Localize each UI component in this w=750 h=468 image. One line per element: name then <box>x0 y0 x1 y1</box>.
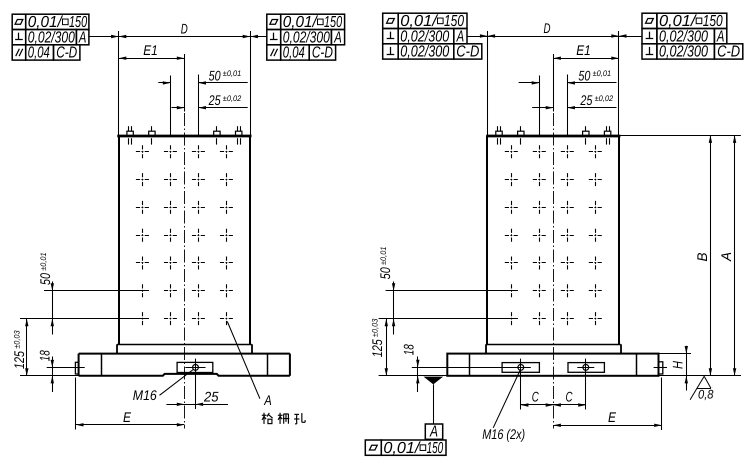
svg-text:D: D <box>544 20 551 36</box>
svg-text:0,02/300: 0,02/300 <box>400 44 449 61</box>
svg-text:E1: E1 <box>143 42 158 58</box>
svg-text:50±0,01: 50±0,01 <box>209 67 242 83</box>
svg-text:150: 150 <box>444 13 464 30</box>
svg-text:E: E <box>608 409 617 425</box>
svg-text:C: C <box>566 388 574 404</box>
svg-text:25±0,02: 25±0,02 <box>208 92 242 108</box>
svg-text:C-D: C-D <box>56 45 77 62</box>
svg-text:A: A <box>334 29 342 46</box>
svg-text:125±0,03: 125±0,03 <box>11 330 27 369</box>
svg-text:125±0,03: 125±0,03 <box>369 318 385 357</box>
svg-text:0,8: 0,8 <box>698 388 714 402</box>
svg-text:A: A <box>429 424 438 441</box>
svg-text:150: 150 <box>427 440 444 457</box>
svg-text:25±0,02: 25±0,02 <box>580 92 614 108</box>
svg-text:0,04: 0,04 <box>28 45 50 62</box>
svg-text:A: A <box>78 29 86 46</box>
svg-text:A: A <box>716 28 724 45</box>
svg-text:0,04: 0,04 <box>283 45 305 62</box>
svg-text:C-D: C-D <box>717 44 740 61</box>
svg-text:M16: M16 <box>133 387 157 403</box>
svg-text:0,02/300: 0,02/300 <box>283 29 330 46</box>
svg-text:D: D <box>181 20 188 36</box>
svg-text:A: A <box>263 392 271 408</box>
svg-text:0,01/: 0,01/ <box>383 440 421 457</box>
svg-text:C-D: C-D <box>312 45 333 62</box>
svg-text:0,02/300: 0,02/300 <box>659 28 708 45</box>
svg-text:A: A <box>718 252 734 262</box>
svg-text:A: A <box>456 28 464 45</box>
svg-text:50±0,01: 50±0,01 <box>377 247 393 280</box>
svg-text:18: 18 <box>36 350 52 361</box>
svg-text:50±0,01: 50±0,01 <box>578 67 611 83</box>
svg-text:0,01/: 0,01/ <box>283 14 318 31</box>
svg-text:150: 150 <box>703 13 723 30</box>
svg-text:0,02/300: 0,02/300 <box>659 44 708 61</box>
svg-text:0,01/: 0,01/ <box>659 13 697 30</box>
svg-text:0,02/300: 0,02/300 <box>28 29 75 46</box>
svg-text:C: C <box>532 388 540 404</box>
svg-text:0,02/300: 0,02/300 <box>400 28 449 45</box>
svg-text:H: H <box>670 360 686 369</box>
svg-text:150: 150 <box>324 14 342 31</box>
svg-text:E1: E1 <box>576 42 591 58</box>
svg-text:M16 (2x): M16 (2x) <box>482 426 525 442</box>
svg-text:50±0,01: 50±0,01 <box>37 252 53 285</box>
svg-text:150: 150 <box>69 14 87 31</box>
svg-text:0,01/: 0,01/ <box>28 14 63 31</box>
svg-text:E: E <box>123 409 132 425</box>
svg-text:C-D: C-D <box>456 44 479 61</box>
svg-text:B: B <box>694 253 710 262</box>
svg-text:0,01/: 0,01/ <box>400 13 438 30</box>
svg-text:25: 25 <box>203 388 219 404</box>
svg-text:18: 18 <box>400 344 416 355</box>
